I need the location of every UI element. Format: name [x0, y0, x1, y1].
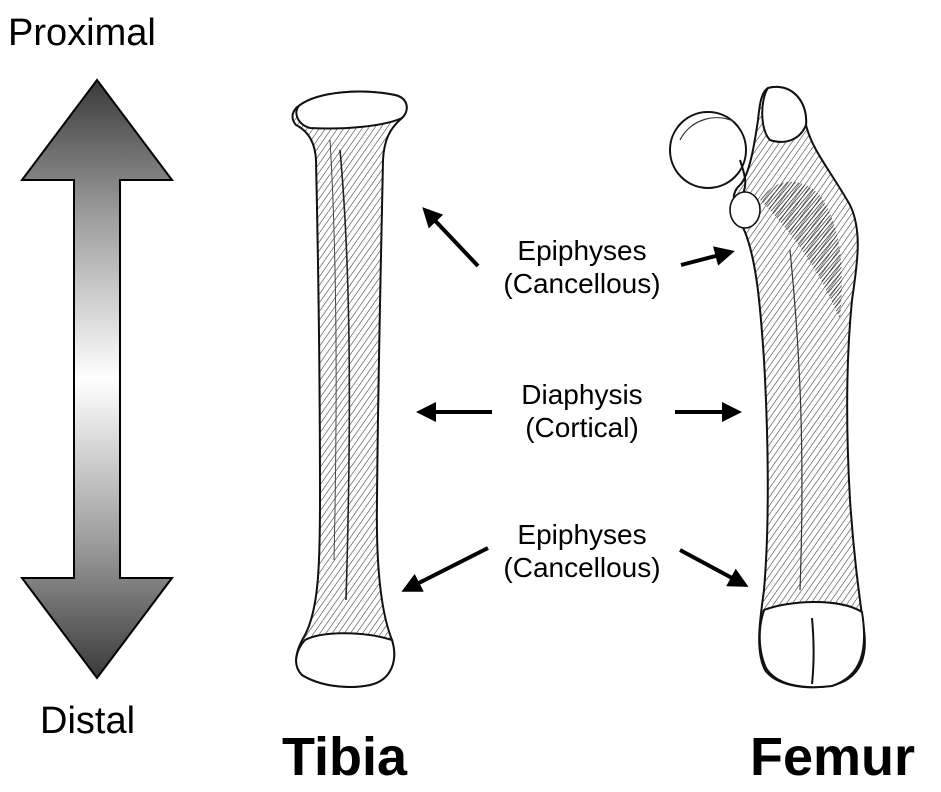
- arrow-lower-tibia: [405, 548, 488, 590]
- tibia-bone: [293, 92, 407, 687]
- proximal-label: Proximal: [8, 12, 156, 55]
- callout-lower-epiphyses: Epiphyses (Cancellous): [482, 518, 682, 584]
- distal-label: Distal: [40, 700, 135, 743]
- callout-upper-epiphyses: Epiphyses (Cancellous): [482, 234, 682, 300]
- arrow-upper-femur: [681, 252, 731, 265]
- callout-upper-line1: Epiphyses: [482, 234, 682, 267]
- callout-lower-line1: Epiphyses: [482, 518, 682, 551]
- femur-bone: [670, 87, 865, 687]
- proximal-distal-arrow: [22, 80, 172, 678]
- callout-diaphysis: Diaphysis (Cortical): [482, 378, 682, 444]
- callout-middle-line1: Diaphysis: [482, 378, 682, 411]
- arrow-lower-femur: [680, 550, 745, 585]
- arrow-upper-tibia: [425, 210, 478, 266]
- callout-lower-line2: (Cancellous): [482, 551, 682, 584]
- tibia-title: Tibia: [282, 726, 407, 788]
- callout-middle-line2: (Cortical): [482, 411, 682, 444]
- femur-title: Femur: [750, 726, 915, 788]
- callout-upper-line2: (Cancellous): [482, 267, 682, 300]
